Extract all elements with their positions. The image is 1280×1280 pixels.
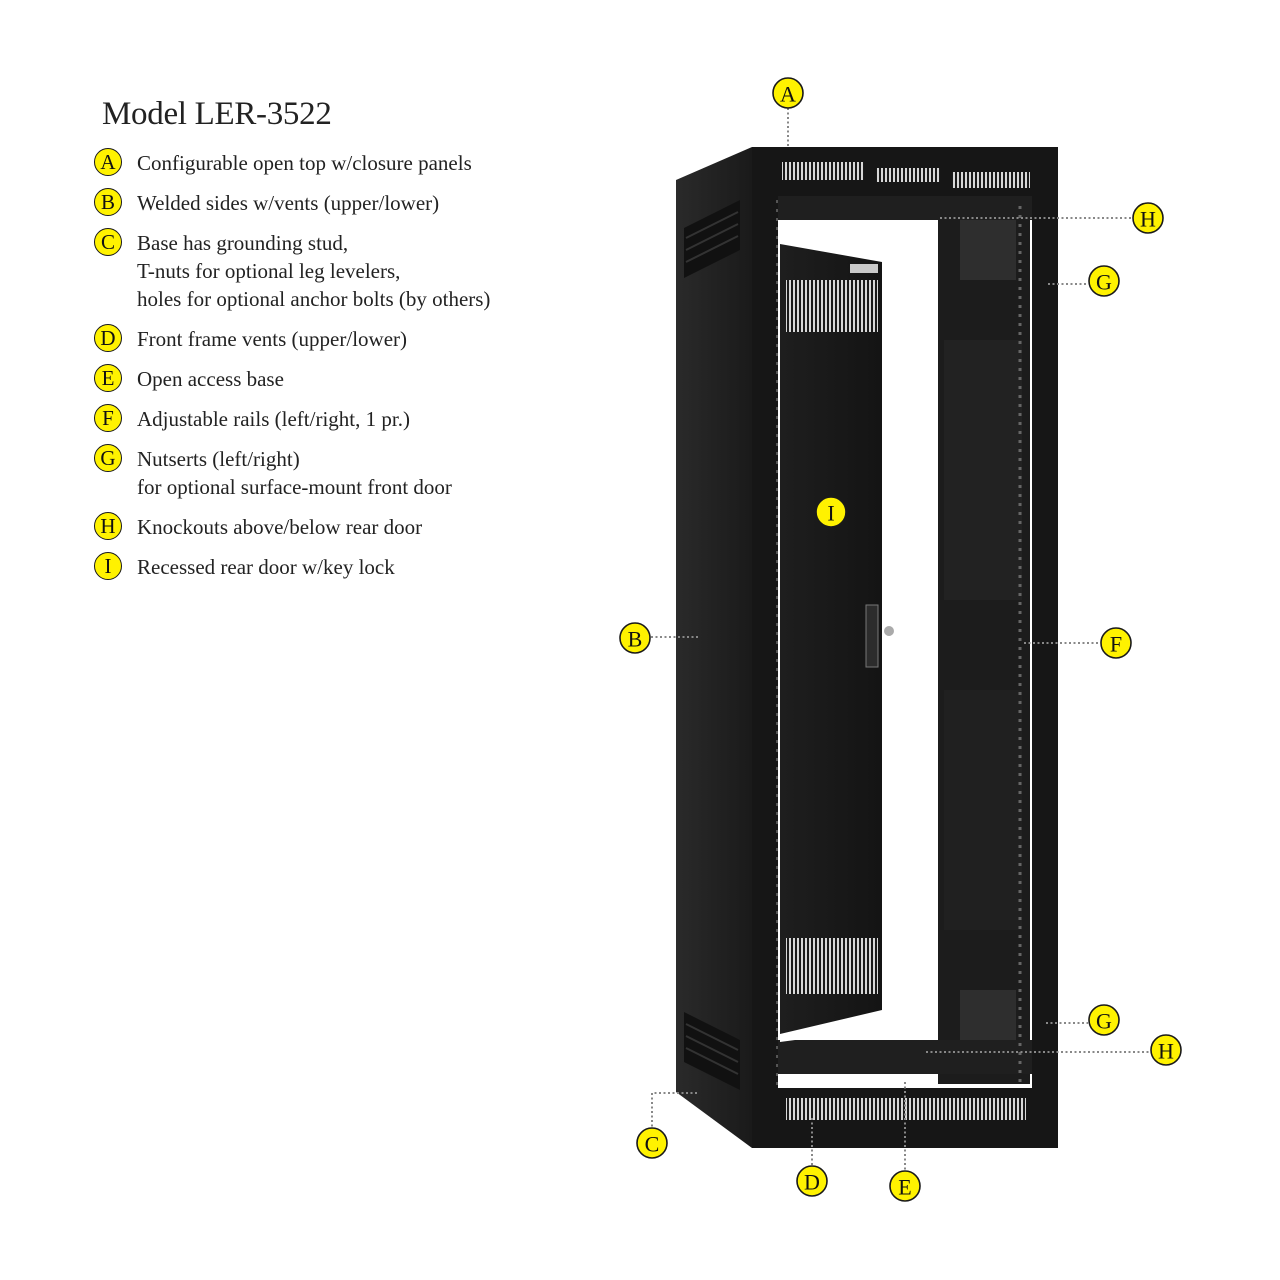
legend-badge: F (94, 404, 122, 432)
cabinet-side-panel (676, 147, 752, 1148)
callout-d: D (796, 1165, 828, 1197)
callout-c: C (636, 1127, 668, 1159)
legend-line: Open access base (137, 367, 284, 391)
top-frame-vent (876, 168, 940, 182)
leader-line-c (651, 1092, 697, 1127)
legend-text: Nutserts (left/right) for optional surfa… (137, 445, 452, 501)
key-lock (884, 626, 894, 636)
callout-g-upper: G (1088, 265, 1120, 297)
legend-text: Knockouts above/below rear door (137, 513, 422, 541)
door-handle (865, 604, 879, 668)
legend-line: Nutserts (left/right) (137, 447, 300, 471)
legend-line: Front frame vents (upper/lower) (137, 327, 407, 351)
legend-line: for optional surface-mount front door (137, 475, 452, 499)
callout-g-lower: G (1088, 1004, 1120, 1036)
legend-line: holes for optional anchor bolts (by othe… (137, 287, 491, 311)
callout-h-upper: H (1132, 202, 1164, 234)
callout-a-letter: A (780, 82, 796, 107)
legend-text: Open access base (137, 365, 284, 393)
legend-badge: I (94, 552, 122, 580)
callout-e-letter: E (898, 1175, 911, 1200)
legend-text: Recessed rear door w/key lock (137, 553, 395, 581)
legend-line: Recessed rear door w/key lock (137, 555, 395, 579)
callout-b: B (619, 622, 651, 654)
callout-h-lower: H (1150, 1034, 1182, 1066)
callout-b-letter: B (628, 627, 643, 652)
page-title: Model LER-3522 (102, 96, 332, 132)
legend-badge: H (94, 512, 122, 540)
legend-line: Welded sides w/vents (upper/lower) (137, 191, 440, 215)
door-vent-upper (786, 280, 878, 332)
callout-g-lower-letter: G (1096, 1009, 1112, 1034)
callout-f: F (1100, 627, 1132, 659)
legend-text: Adjustable rails (left/right, 1 pr.) (137, 405, 410, 433)
callout-c-letter: C (645, 1132, 660, 1157)
top-frame-vent (782, 162, 864, 180)
legend-text: Front frame vents (upper/lower) (137, 325, 407, 353)
legend-line: T-nuts for optional leg levelers, (137, 259, 401, 283)
legend-text: Welded sides w/vents (upper/lower) (137, 189, 439, 217)
side-vent-upper (684, 200, 740, 278)
top-frame-vent (952, 172, 1030, 188)
callout-g-upper-letter: G (1096, 270, 1112, 295)
callout-i-letter: I (827, 501, 834, 526)
legend-badge: C (94, 228, 122, 256)
side-vent-lower (684, 1012, 740, 1090)
legend-text: Base has grounding stud, T-nuts for opti… (137, 229, 490, 313)
legend-line: Knockouts above/below rear door (137, 515, 423, 539)
callout-d-letter: D (804, 1170, 820, 1195)
legend-line: Adjustable rails (left/right, 1 pr.) (137, 407, 410, 431)
legend-badge: B (94, 188, 122, 216)
legend-badge: A (94, 148, 122, 176)
legend-badge: E (94, 364, 122, 392)
door-label-plate (850, 264, 878, 273)
callout-h-upper-letter: H (1140, 207, 1156, 232)
legend-text: Configurable open top w/closure panels (137, 149, 472, 177)
legend-badge: G (94, 444, 122, 472)
callout-h-lower-letter: H (1158, 1039, 1174, 1064)
callout-a: A (772, 77, 804, 109)
door-vent-lower (786, 938, 878, 994)
callout-f-letter: F (1110, 632, 1122, 657)
callout-e: E (889, 1170, 921, 1202)
legend-badge: D (94, 324, 122, 352)
legend-line: Configurable open top w/closure panels (137, 151, 472, 175)
legend-line: Base has grounding stud, (137, 231, 349, 255)
callout-i: I (815, 496, 847, 528)
